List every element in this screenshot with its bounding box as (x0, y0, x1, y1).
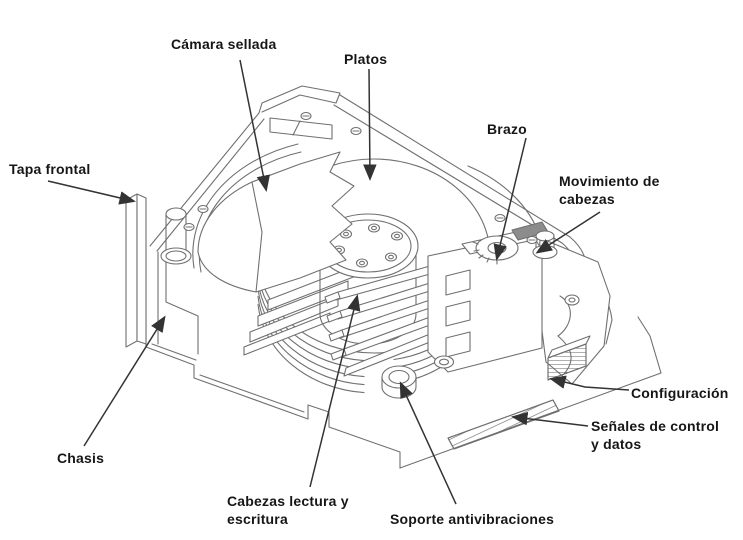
arrow-movimiento-de-cabezas (535, 211, 601, 254)
deck-screws (183, 111, 538, 245)
label-arrows (47, 59, 630, 505)
label-chasis: Chasis (57, 450, 105, 466)
label-camara-sellada: Cámara sellada (171, 36, 277, 52)
arrow-camara-sellada (239, 59, 270, 192)
label-brazo: Brazo (487, 121, 527, 137)
arrow-configuracion (549, 375, 630, 391)
label-platos: Platos (344, 51, 388, 67)
label-tapa-frontal: Tapa frontal (9, 161, 91, 177)
arrow-chasis (83, 315, 166, 447)
arrow-cabezas-lectura-y-escritura (309, 294, 361, 488)
hdd-chassis-drawing (125, 85, 662, 469)
arrow-brazo (493, 137, 527, 261)
arrow-tapa-frontal (47, 180, 136, 205)
arrow-soporte-antivibraciones (399, 381, 457, 505)
jumper-block (547, 335, 591, 381)
label-soporte-antivibraciones: Soporte antivibraciones (390, 511, 555, 527)
arrow-senales-de-control-y-datos (511, 411, 589, 427)
sealed-chamber-cover (197, 151, 355, 293)
label-cabezas-lectura-y-escritura: Cabezas lectura y escritura (227, 493, 349, 527)
label-senales-de-control-y-datos: Señales de control y datos (591, 418, 720, 452)
arrow-platos (363, 68, 377, 181)
shock-mount-grommet (381, 365, 417, 399)
label-movimiento-de-cabezas: Movimiento de cabezas (559, 173, 660, 207)
label-configuracion: Configuración (631, 385, 729, 401)
front-bezel (125, 193, 147, 348)
edge-connector (447, 399, 560, 450)
